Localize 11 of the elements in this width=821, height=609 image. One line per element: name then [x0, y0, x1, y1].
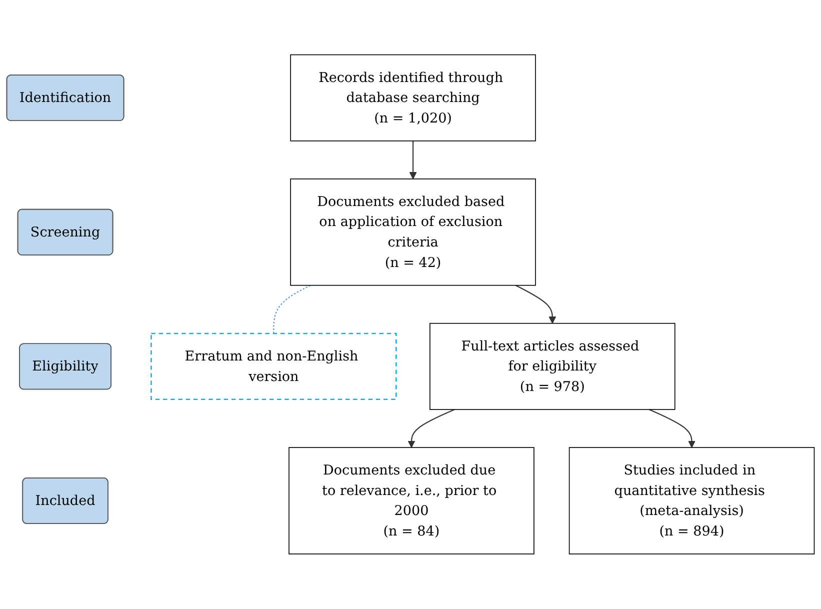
- node-box: Documents excluded based on application of exclusion criteria (n = 42): [290, 178, 536, 286]
- node-box: Documents excluded due to relevance, i.e., prior to 2000 (n = 84): [288, 447, 534, 554]
- node-box: Records identified through database searching (n = 1,020): [290, 54, 536, 142]
- arrow: [648, 409, 696, 448]
- node-box: Erratum and non-English version: [150, 333, 397, 400]
- connector: [273, 285, 311, 334]
- node-box: Studies included in quantitative synthesis (meta-analysis) (n = 894): [568, 447, 815, 554]
- arrow: [515, 285, 556, 324]
- arrow: [408, 409, 455, 448]
- node-box: Full-text articles assessed for eligibility (n = 978): [430, 323, 676, 410]
- arrow: [409, 141, 417, 180]
